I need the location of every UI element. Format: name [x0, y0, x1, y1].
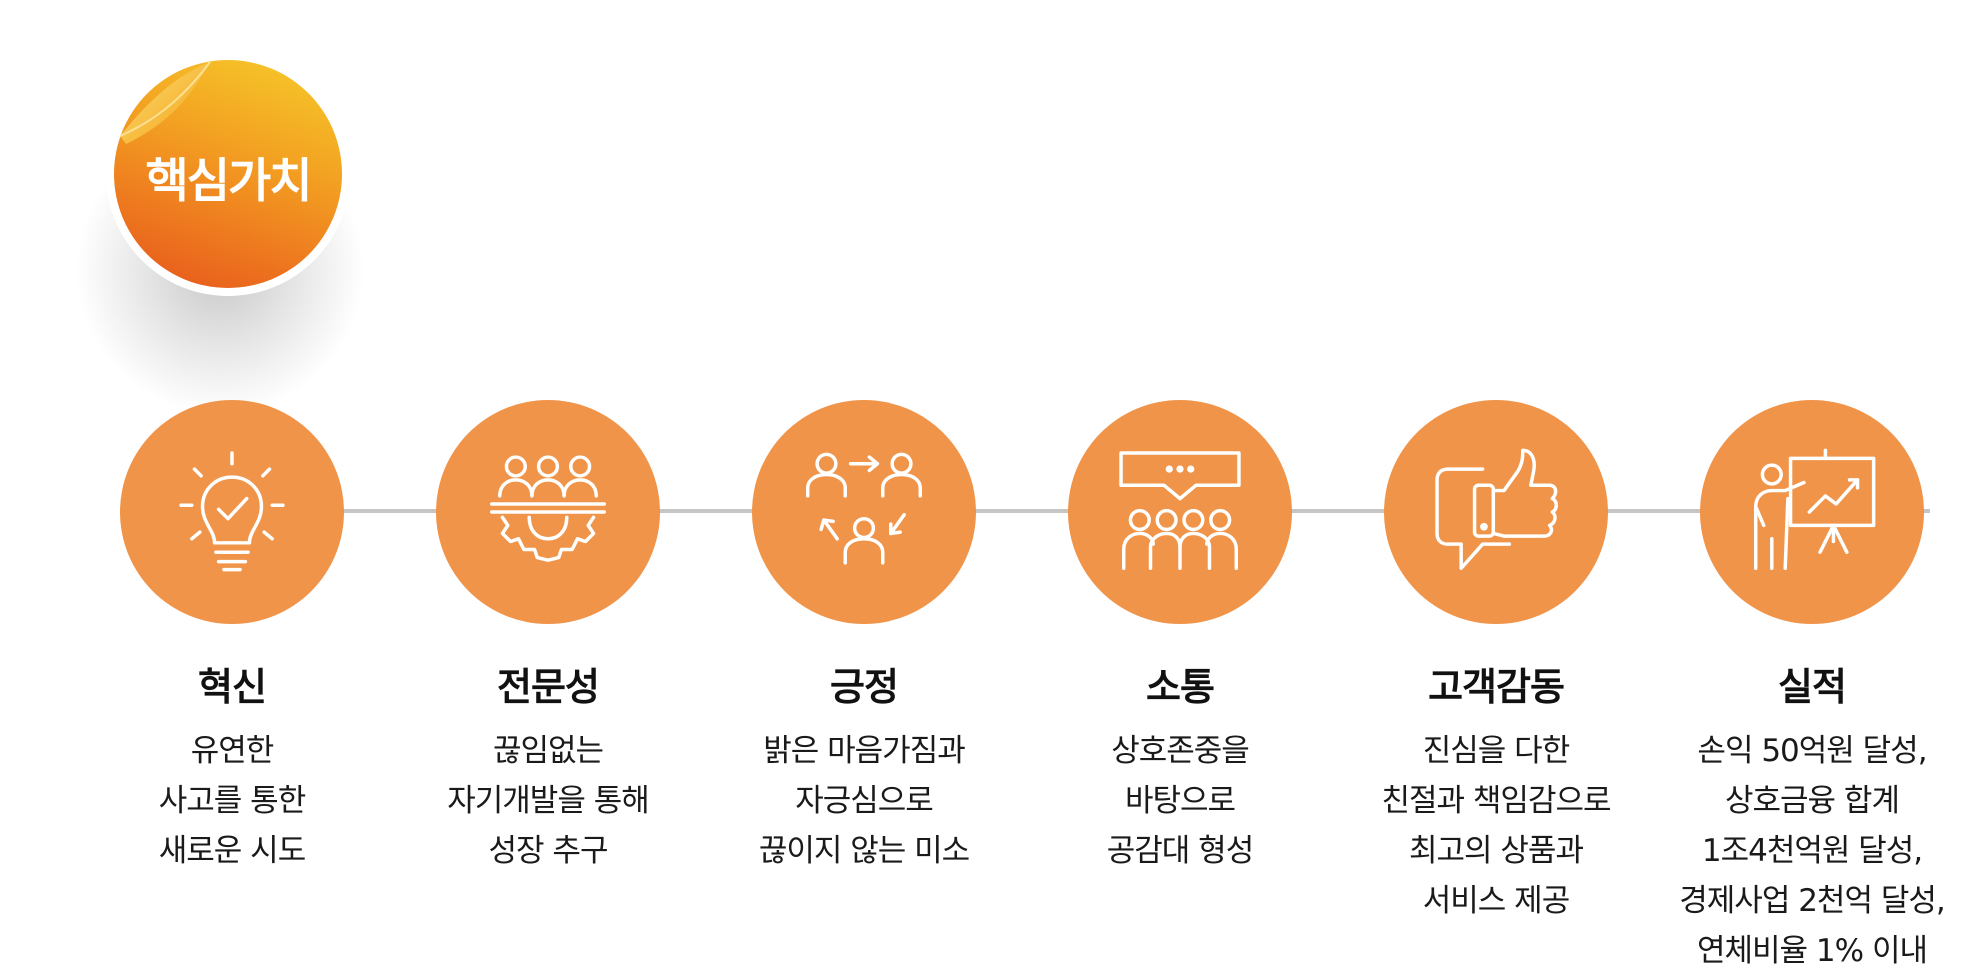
value-description: 진심을 다한 친절과 책임감으로 최고의 상품과 서비스 제공	[1381, 733, 1611, 919]
chat-group-icon	[1119, 451, 1241, 571]
badge-face	[114, 60, 342, 288]
value-title: 긍정	[830, 665, 899, 709]
value-circle	[120, 400, 344, 624]
core-values-badge: 핵심가치	[106, 52, 350, 296]
value-title: 소통	[1146, 665, 1215, 709]
value-title: 전문성	[497, 665, 600, 709]
presentation-growth-icon	[1753, 448, 1876, 571]
page-curl-icon	[119, 61, 211, 144]
badge-title: 핵심가치	[145, 154, 313, 209]
value-circle	[1384, 400, 1608, 624]
value-circle	[1068, 400, 1292, 624]
value-description: 밝은 마음가짐과 자긍심으로 끊이지 않는 미소	[758, 733, 970, 869]
value-circle	[752, 400, 976, 624]
value-description: 끊임없는 자기개발을 통해 성장 추구	[447, 733, 650, 869]
thumbs-up-bubble-icon	[1435, 448, 1559, 571]
lightbulb-check-icon	[179, 451, 285, 572]
value-title: 고객감동	[1428, 665, 1565, 709]
value-circle	[436, 400, 660, 624]
value-description: 손익 50억원 달성, 상호금융 합계 1조4천억원 달성, 경제사업 2천억 …	[1679, 733, 1945, 969]
value-title: 실적	[1778, 665, 1847, 709]
value-title: 혁신	[198, 665, 267, 709]
people-cycle-icon	[805, 452, 923, 565]
value-description: 상호존중을 바탕으로 공감대 형성	[1106, 733, 1254, 869]
team-gear-icon	[489, 455, 607, 562]
value-description: 유연한 사고를 통한 새로운 시도	[158, 733, 306, 869]
value-circle	[1700, 400, 1924, 624]
